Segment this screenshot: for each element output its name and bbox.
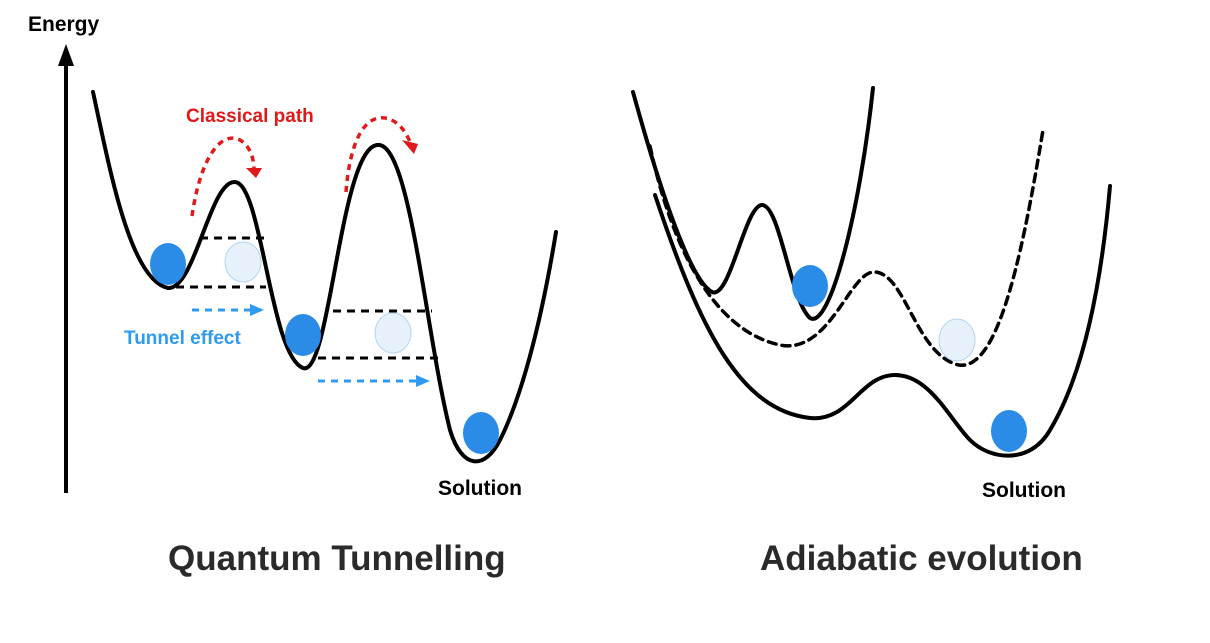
ball-tunnelled-faded-2 [374,312,412,354]
adiabatic-evolution-title: Adiabatic evolution [760,539,1083,578]
ball-initial-right [792,265,828,307]
solution-label-left: Solution [438,477,522,500]
quantum-tunnelling-title: Quantum Tunnelling [168,539,506,578]
initial-hamiltonian-curve [631,86,875,321]
energy-axis-label: Energy [28,13,100,36]
ball-intermediate-faded [938,318,976,362]
ball-solution-left [463,412,499,454]
ball-solution-right [991,410,1027,452]
solution-label-right: Solution [982,479,1066,502]
ball-tunnelled-faded-1 [224,241,262,283]
classical-path-label: Classical path [186,106,314,127]
ball-initial-left [150,243,186,285]
tunnelling-energy-levels [176,236,438,360]
classical-arrow-heads [246,140,418,178]
classical-path-arrows [190,116,412,217]
intermediate-hamiltonian-curve [648,128,1045,367]
tunnel-effect-label: Tunnel effect [124,328,241,349]
tunnel-effect-arrows [192,308,416,383]
final-hamiltonian-curve [653,184,1112,458]
tunnel-arrow-heads [250,304,430,387]
ball-intermediate-left [285,314,321,356]
energy-axis [58,44,74,493]
tunnelling-energy-curve [91,90,558,464]
